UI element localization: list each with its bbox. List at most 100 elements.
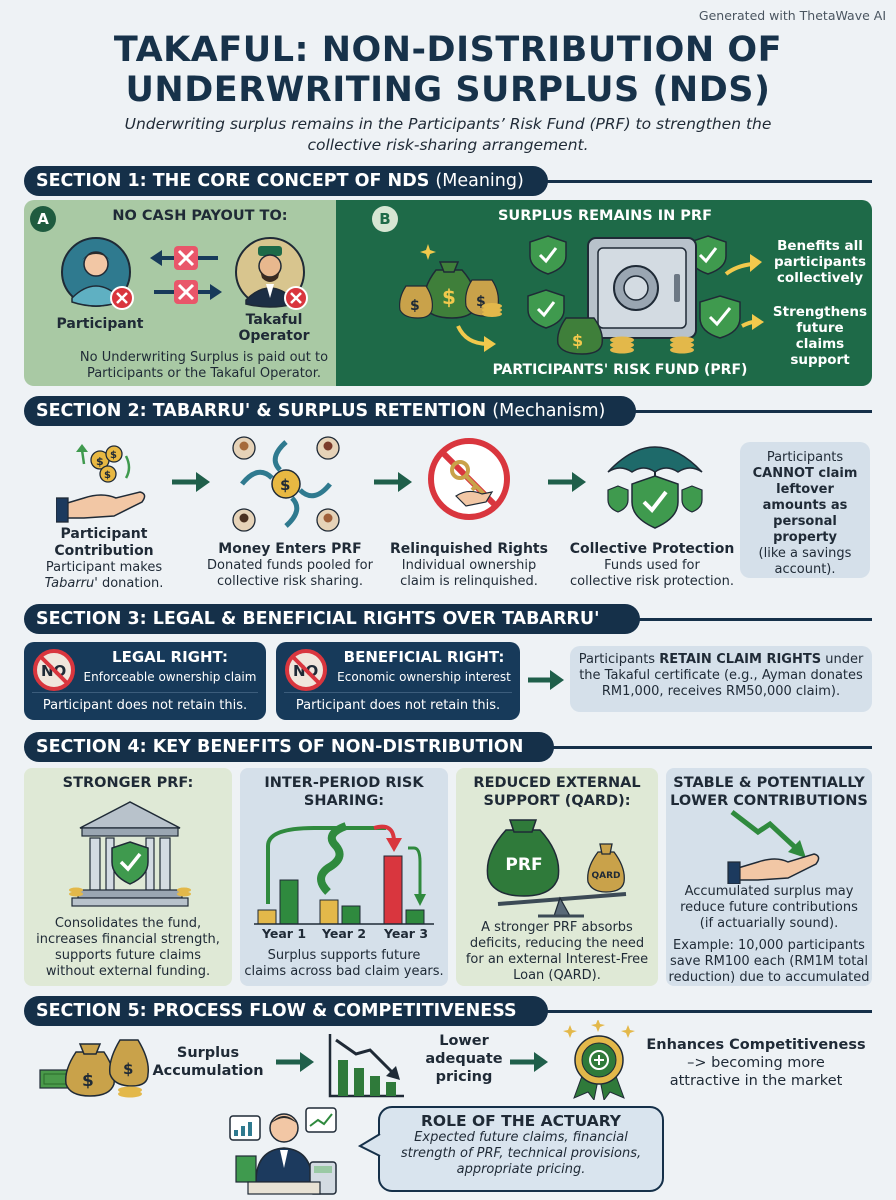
legal-right-footer: Participant does not retain this. (32, 692, 258, 713)
prf-vault-illustration: $ $ $ $ (399, 235, 764, 355)
card-4-desc-line-4: Example: 10,000 participants (673, 938, 865, 953)
section-3-rule (634, 618, 872, 621)
step-4-title: Collective Protection (569, 541, 735, 557)
hand-coins-icon: $ $ $ (56, 444, 146, 523)
svg-text:$: $ (82, 1071, 94, 1091)
note-line-7: (like a savings (758, 546, 852, 561)
role-of-actuary-box: ROLE OF THE ACTUARY Expected future clai… (378, 1106, 664, 1192)
step5-2-line-1: Lower (439, 1033, 489, 1049)
card-3-desc-line-1: A stronger PRF absorbs (481, 920, 633, 935)
beneficial-right-box: NO BENEFICIAL RIGHT: Economic ownership … (276, 642, 520, 720)
actuary-icon (229, 1107, 337, 1195)
beneficial-right-heading: BENEFICIAL RIGHT: (343, 648, 505, 666)
benefit-1-line-3: collectively (776, 270, 864, 286)
legal-right-box: NO LEGAL RIGHT: Enforceable ownership cl… (24, 642, 266, 720)
flow-arrow (528, 670, 564, 690)
section-2-suffix: (Mechanism) (492, 401, 606, 421)
qard-bag-text: QARD (591, 871, 620, 881)
pooled-fund-icon: $ (232, 436, 340, 532)
actuary-line-3: appropriate pricing. (456, 1162, 586, 1177)
card-1-desc-line-4: without external funding. (45, 964, 211, 979)
card-1-desc-line-3: supports future claims (55, 948, 201, 963)
retain-note-line-2: the Takaful certificate (e.g., Ayman don… (579, 668, 863, 683)
tabarru-term: Tabarru' (44, 576, 98, 591)
vault-icon (587, 237, 697, 339)
card-4-description: Accumulated surplus may reduce future co… (668, 884, 870, 986)
flow-arrow (374, 472, 412, 492)
participant-icon (61, 237, 134, 310)
step-3-desc-line-2: claim is relinquished. (400, 574, 538, 589)
step-1-desc-rest: donation. (97, 576, 164, 591)
section-4-title: SECTION 4: KEY BENEFITS OF NON-DISTRIBUT… (36, 737, 524, 757)
prf-qard-scale-icon: PRF QARD (486, 819, 627, 918)
relinquished-key-icon (428, 438, 510, 520)
prf-footer-label: PARTICIPANTS' RISK FUND (PRF) (492, 362, 748, 378)
flow-arrow (548, 472, 586, 492)
card-4-title-line-2: LOWER CONTRIBUTIONS (670, 793, 868, 809)
money-bags-icon: $ $ (39, 1039, 150, 1098)
step-money-enters-prf: Money Enters PRF Donated funds pooled fo… (200, 541, 380, 590)
card-2-title-line-2: SHARING: (303, 793, 385, 809)
svg-text:$: $ (104, 470, 111, 481)
step-1-title-line-1: Participant (60, 526, 148, 542)
svg-text:$: $ (476, 294, 486, 310)
svg-text:$: $ (280, 476, 290, 494)
note-line-3: leftover (776, 482, 834, 497)
retain-note-pre: Participants (578, 652, 660, 667)
flow-arrow (276, 1052, 314, 1072)
svg-text:$: $ (572, 331, 583, 350)
credit-text: Generated with ThetaWave AI (698, 8, 886, 23)
legal-right-sub: Enforceable ownership claim (83, 670, 257, 684)
card-3-title-line-2: SUPPORT (QARD): (483, 793, 631, 809)
actuary-heading: ROLE OF THE ACTUARY (420, 1112, 622, 1130)
operator-label: Takaful Operator (214, 312, 334, 344)
benefit-1-line-2: participants (773, 254, 866, 270)
takaful-operator-icon (235, 237, 308, 310)
step-4-desc-line-2: collective risk protection. (570, 574, 734, 589)
section-2-header: SECTION 2: TABARRU' & SURPLUS RETENTION … (24, 396, 636, 426)
section-1-suffix: (Meaning) (435, 171, 524, 191)
note-claim: claim (813, 466, 858, 481)
section-5-rule (542, 1010, 872, 1013)
step-1-desc-line-2: Tabarru' donation. (34, 576, 174, 592)
step-1-desc-line-1: Participant makes (45, 560, 163, 575)
card-1-desc-line-2: increases financial strength, (36, 932, 220, 947)
card-2-title: INTER-PERIOD RISK SHARING: (240, 774, 448, 810)
card-4-desc-line-1: Accumulated surplus may (684, 884, 854, 899)
card-4-desc-line-3: (if actuarially sound). (699, 916, 839, 931)
step5-3-line-3: attractive in the market (669, 1073, 843, 1089)
note-line-6: property (773, 530, 837, 545)
card-4-desc-line-5: save RM100 each (RM1M total (670, 954, 868, 969)
no-payout-desc-line-2: Participants or the Takaful Operator. (86, 366, 322, 381)
card-4-title-line-1: STABLE & POTENTIALLY (673, 775, 865, 791)
year-3-label: Year 3 (383, 926, 429, 941)
benefit-2-line-1: Strengthens (772, 304, 868, 320)
year-2-label: Year 2 (321, 926, 367, 941)
step-4-desc-line-1: Funds used for (604, 558, 700, 573)
beneficial-right-footer: Participant does not retain this. (284, 692, 512, 713)
step-3-title: Relinquished Rights (390, 541, 548, 557)
reduced-qard-card: REDUCED EXTERNAL SUPPORT (QARD): PRF QAR… (456, 768, 658, 986)
page-subtitle: Underwriting surplus remains in the Part… (40, 114, 856, 156)
benefit-all-participants: Benefits all participants collectively (770, 238, 870, 286)
cannot-claim-note: Participants CANNOT claim leftover amoun… (740, 442, 870, 578)
svg-text:$: $ (96, 455, 104, 468)
card-1-desc-line-1: Consolidates the fund, (54, 916, 202, 931)
badge-a: A (30, 206, 56, 232)
note-line-2: CANNOT claim (740, 466, 870, 482)
no-payout-heading: NO CASH PAYOUT TO: (112, 208, 288, 224)
surplus-accumulation-label: Surplus Accumulation (148, 1044, 268, 1080)
umbrella-shield-icon (607, 446, 703, 529)
surplus-remains-heading: SURPLUS REMAINS IN PRF (497, 208, 713, 224)
shield-icons (527, 235, 741, 339)
card-3-desc-line-4: Loan (QARD). (513, 968, 601, 983)
step5-1-line-2: Accumulation (152, 1063, 264, 1079)
operator-label-line-2: Operator (238, 328, 310, 344)
stronger-prf-card: STRONGER PRF: Consolidates the fund, inc… (24, 768, 232, 986)
step-2-title: Money Enters PRF (218, 541, 362, 557)
step-3-desc-line-1: Individual ownership (401, 558, 537, 573)
section-3-header: SECTION 3: LEGAL & BENEFICIAL RIGHTS OVE… (24, 604, 640, 634)
svg-text:$: $ (110, 450, 117, 461)
strengthens-future-claims: Strengthens future claims support (770, 304, 870, 368)
lower-adequate-pricing-label: Lower adequate pricing (412, 1032, 516, 1086)
